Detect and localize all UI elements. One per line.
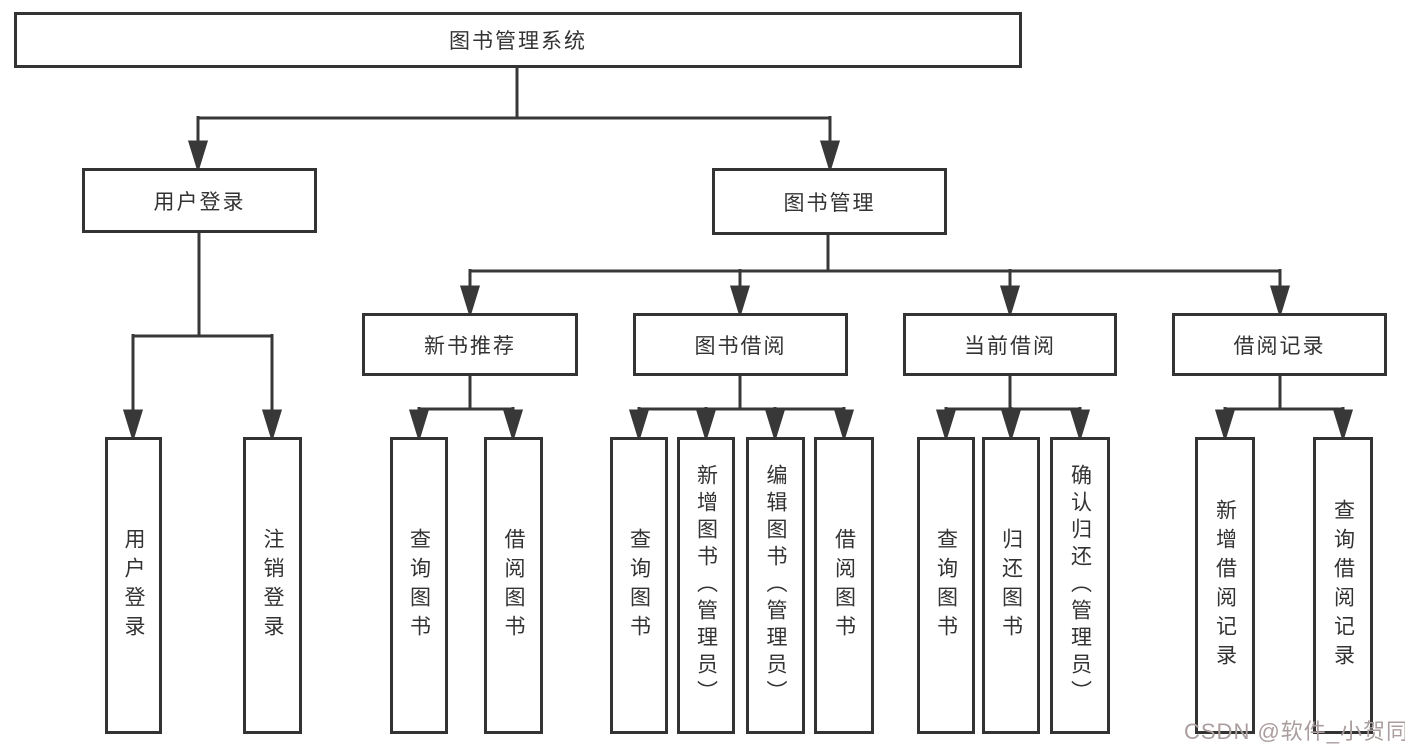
node-new-book-recommend: 新书推荐 bbox=[362, 313, 578, 376]
node-book-borrowing: 图书借阅 bbox=[633, 313, 848, 376]
leaf-query-books-borrowing: 查询图书 bbox=[610, 437, 668, 734]
watermark: CSDN @软件_小贺同学 bbox=[1184, 719, 1405, 744]
leaf-return-books-label: 归还图书 bbox=[999, 527, 1023, 644]
leaf-query-books-recommend: 查询图书 bbox=[390, 437, 448, 734]
leaf-borrow-books-recommend: 借阅图书 bbox=[484, 437, 543, 734]
leaf-confirm-return-admin: 确认归还（管理员） bbox=[1050, 437, 1110, 734]
leaf-query-borrow-record-label: 查询借阅记录 bbox=[1331, 498, 1355, 673]
leaf-return-books: 归还图书 bbox=[982, 437, 1040, 734]
leaf-query-books-recommend-label: 查询图书 bbox=[407, 527, 431, 644]
leaf-confirm-return-admin-label: 确认归还（管理员） bbox=[1068, 464, 1092, 707]
node-book-management: 图书管理 bbox=[712, 168, 947, 235]
node-user-login: 用户登录 bbox=[82, 168, 317, 233]
node-book-management-label: 图书管理 bbox=[783, 191, 876, 215]
leaf-user-login: 用户登录 bbox=[105, 437, 162, 734]
leaf-user-login-label: 用户登录 bbox=[122, 527, 145, 644]
leaf-add-borrow-record-label: 新增借阅记录 bbox=[1213, 498, 1237, 673]
leaf-query-books-current: 查询图书 bbox=[917, 437, 975, 734]
leaf-borrow-books-label: 借阅图书 bbox=[832, 527, 856, 644]
node-borrowing-records-label: 借阅记录 bbox=[1233, 334, 1326, 358]
leaf-edit-books-admin-label: 编辑图书（管理员） bbox=[764, 464, 787, 707]
leaf-query-books-borrowing-label: 查询图书 bbox=[627, 527, 651, 644]
leaf-add-borrow-record: 新增借阅记录 bbox=[1195, 437, 1255, 734]
leaf-add-books-admin-label: 新增图书（管理员） bbox=[694, 464, 718, 707]
node-new-book-recommend-label: 新书推荐 bbox=[424, 334, 516, 358]
leaf-borrow-books-recommend-label: 借阅图书 bbox=[502, 527, 525, 644]
leaf-edit-books-admin: 编辑图书（管理员） bbox=[746, 437, 805, 734]
leaf-query-books-current-label: 查询图书 bbox=[934, 527, 958, 644]
node-user-login-label: 用户登录 bbox=[153, 190, 246, 214]
leaf-borrow-books: 借阅图书 bbox=[814, 437, 874, 734]
node-book-borrowing-label: 图书借阅 bbox=[694, 334, 787, 358]
node-current-borrowing-label: 当前借阅 bbox=[964, 334, 1056, 358]
leaf-query-borrow-record: 查询借阅记录 bbox=[1313, 437, 1373, 734]
leaf-add-books-admin: 新增图书（管理员） bbox=[677, 437, 735, 734]
node-root: 图书管理系统 bbox=[14, 12, 1022, 68]
node-root-label: 图书管理系统 bbox=[449, 30, 587, 53]
leaf-logout: 注销登录 bbox=[243, 437, 302, 734]
node-current-borrowing: 当前借阅 bbox=[903, 313, 1117, 376]
node-borrowing-records: 借阅记录 bbox=[1172, 313, 1387, 376]
leaf-logout-label: 注销登录 bbox=[261, 527, 284, 644]
